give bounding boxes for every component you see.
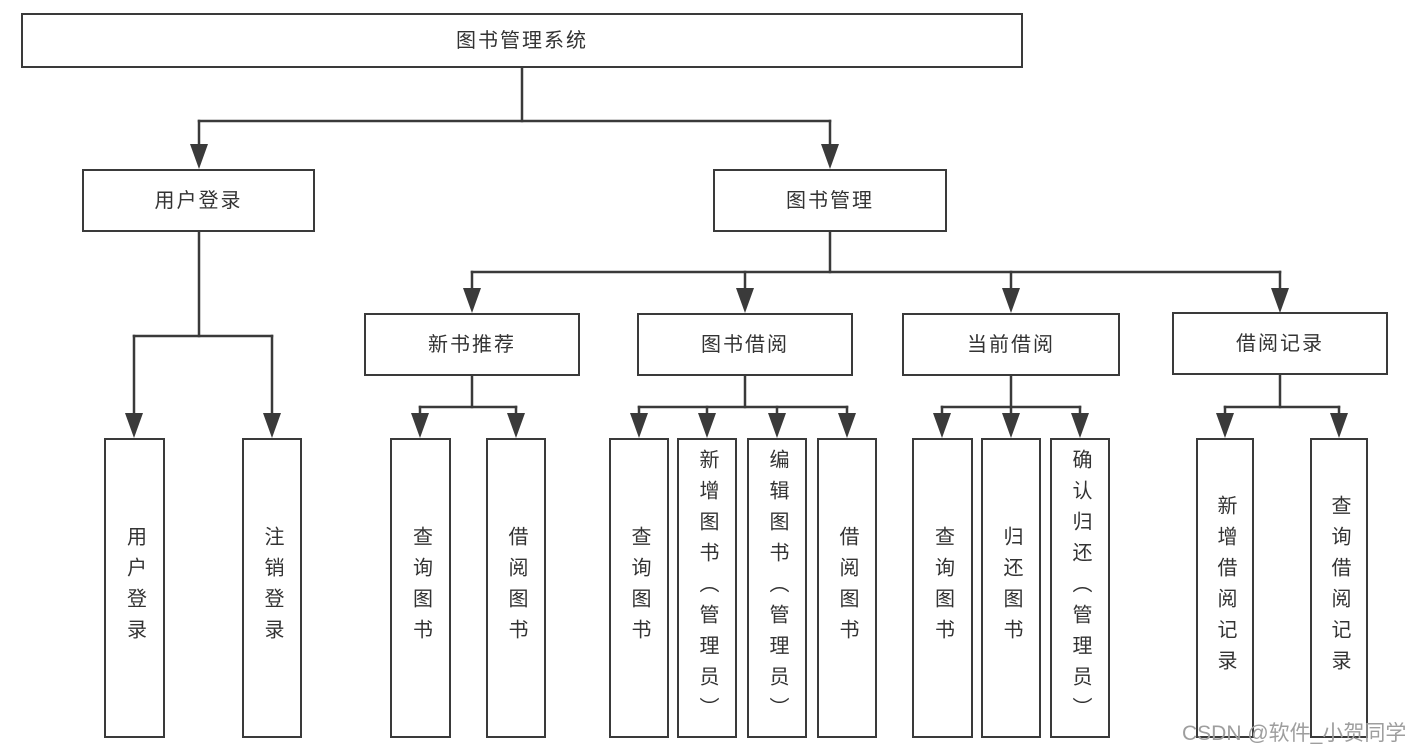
leaf-query-borrow-record: 查询借阅记录: [1310, 438, 1368, 738]
leaf-confirm-return-admin: 确认归还（管理员）: [1050, 438, 1110, 738]
leaf-return-book: 归还图书: [981, 438, 1041, 738]
node-book-management: 图书管理: [713, 169, 947, 232]
node-book-borrow: 图书借阅: [637, 313, 853, 376]
watermark: CSDN @软件_小贺同学: [1182, 722, 1405, 745]
leaf-query-books-borrow: 查询图书: [609, 438, 669, 738]
node-root: 图书管理系统: [21, 13, 1023, 68]
node-new-book-recommend: 新书推荐: [364, 313, 580, 376]
leaf-query-books-current: 查询图书: [912, 438, 973, 738]
leaf-query-books-recommend: 查询图书: [390, 438, 451, 738]
leaf-borrow-books: 借阅图书: [817, 438, 877, 738]
leaf-add-borrow-record: 新增借阅记录: [1196, 438, 1254, 738]
node-current-borrow: 当前借阅: [902, 313, 1120, 376]
node-user-login: 用户登录: [82, 169, 315, 232]
node-borrow-records: 借阅记录: [1172, 312, 1388, 375]
leaf-logout: 注销登录: [242, 438, 302, 738]
leaf-borrow-books-recommend: 借阅图书: [486, 438, 546, 738]
leaf-add-book-admin: 新增图书（管理员）: [677, 438, 737, 738]
leaf-edit-book-admin: 编辑图书（管理员）: [747, 438, 807, 738]
leaf-user-login: 用户登录: [104, 438, 165, 738]
